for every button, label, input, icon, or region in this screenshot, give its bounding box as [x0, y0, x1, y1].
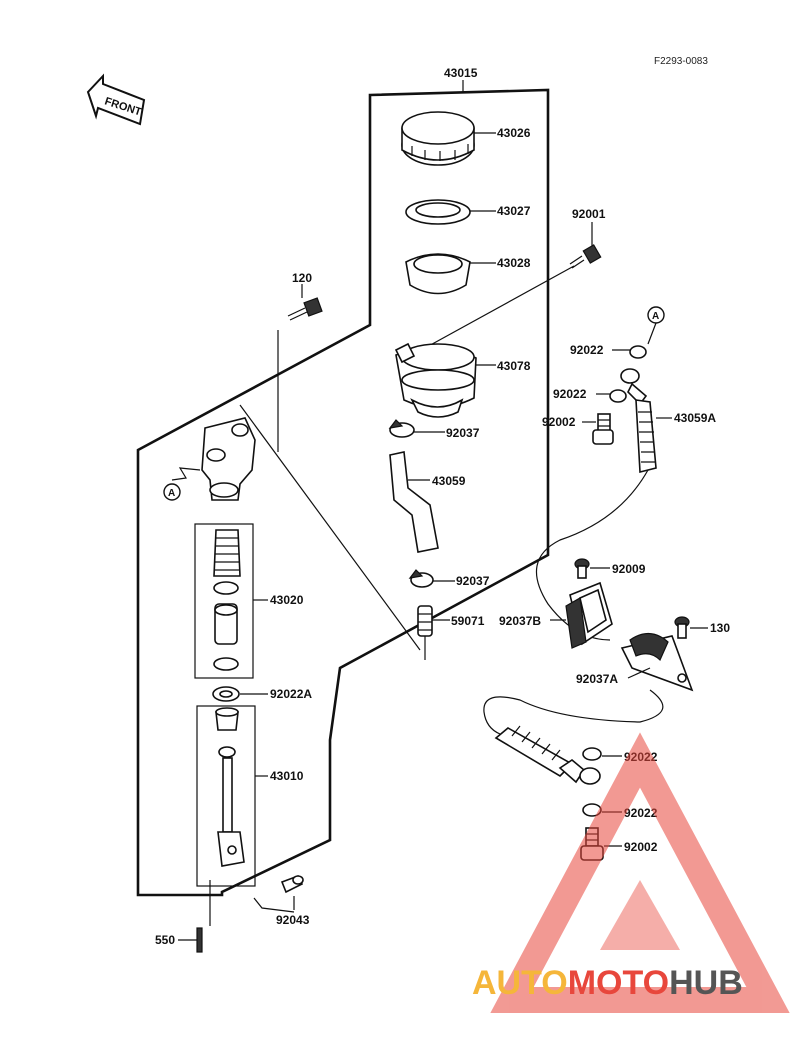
- watermark-text: AUTOMOTOHUB: [472, 964, 743, 1002]
- label-92043: 92043: [276, 913, 310, 927]
- washer-92022-top: [629, 345, 647, 359]
- label-92002-low: 92002: [624, 840, 658, 854]
- watermark-logo: [490, 732, 790, 1013]
- lower-hose: [483, 689, 664, 785]
- box-43010: [196, 705, 256, 887]
- label-43078: 43078: [497, 359, 531, 373]
- label-43059a: 43059A: [674, 411, 716, 425]
- diaphragm-plate: [405, 199, 471, 225]
- label-550: 550: [155, 933, 175, 947]
- label-92001: 92001: [572, 207, 606, 221]
- label-120: 120: [292, 271, 312, 285]
- banjo-bolt-92002-top: [592, 413, 614, 445]
- bolt-130: [674, 616, 690, 639]
- label-92022-low2: 92022: [624, 806, 658, 820]
- label-43059: 43059: [432, 474, 466, 488]
- assembly-outline: [136, 88, 550, 897]
- front-arrow-icon: FRONT: [86, 73, 146, 126]
- ref-marker-a-left: A: [163, 483, 181, 501]
- label-43027: 43027: [497, 204, 531, 218]
- hose-43059: [389, 451, 439, 553]
- label-92009: 92009: [612, 562, 646, 576]
- ref-marker-a-right: A: [647, 306, 665, 324]
- label-92022-top: 92022: [570, 343, 604, 357]
- label-92022a: 92022A: [270, 687, 312, 701]
- washer-92022-mid: [609, 389, 627, 403]
- master-cylinder-body: [201, 417, 256, 501]
- label-92037a: 92037A: [576, 672, 618, 686]
- svg-text:AUTOMOTOHUB: AUTOMOTOHUB: [472, 964, 743, 1002]
- push-rod-43010: [215, 707, 245, 867]
- svg-text:A: A: [652, 311, 659, 322]
- label-92037b: 92037B: [499, 614, 541, 628]
- reservoir-cap: [401, 111, 475, 166]
- screw-92009: [574, 558, 590, 579]
- label-92037-top: 92037: [446, 426, 480, 440]
- reservoir-body: [394, 342, 477, 418]
- cotter-pin-550: [196, 927, 203, 953]
- label-43015: 43015: [444, 66, 478, 80]
- label-59071: 59071: [451, 614, 485, 628]
- label-43020: 43020: [270, 593, 304, 607]
- label-130: 130: [710, 621, 730, 635]
- washer-92022-low1: [582, 747, 602, 761]
- clamp-92037-top: [388, 419, 415, 438]
- pin-92043: [280, 874, 304, 894]
- label-43026: 43026: [497, 126, 531, 140]
- bolt-120: [287, 297, 323, 321]
- svg-text:A: A: [168, 488, 175, 499]
- label-92002-top: 92002: [542, 415, 576, 429]
- diagram-code: F2293-0083: [654, 56, 708, 67]
- bolt-92001: [569, 244, 602, 269]
- diaphragm: [405, 253, 471, 295]
- bracket-92037b: [565, 581, 613, 649]
- label-43010: 43010: [270, 769, 304, 783]
- fitting-59071: [417, 605, 433, 637]
- clamp-92037-low: [408, 569, 434, 588]
- label-43028: 43028: [497, 256, 531, 270]
- label-92022-mid: 92022: [553, 387, 587, 401]
- clamp-92037a: [620, 632, 694, 692]
- label-92037-low: 92037: [456, 574, 490, 588]
- box-43020: [194, 523, 254, 679]
- piston-kit-43020: [213, 529, 241, 671]
